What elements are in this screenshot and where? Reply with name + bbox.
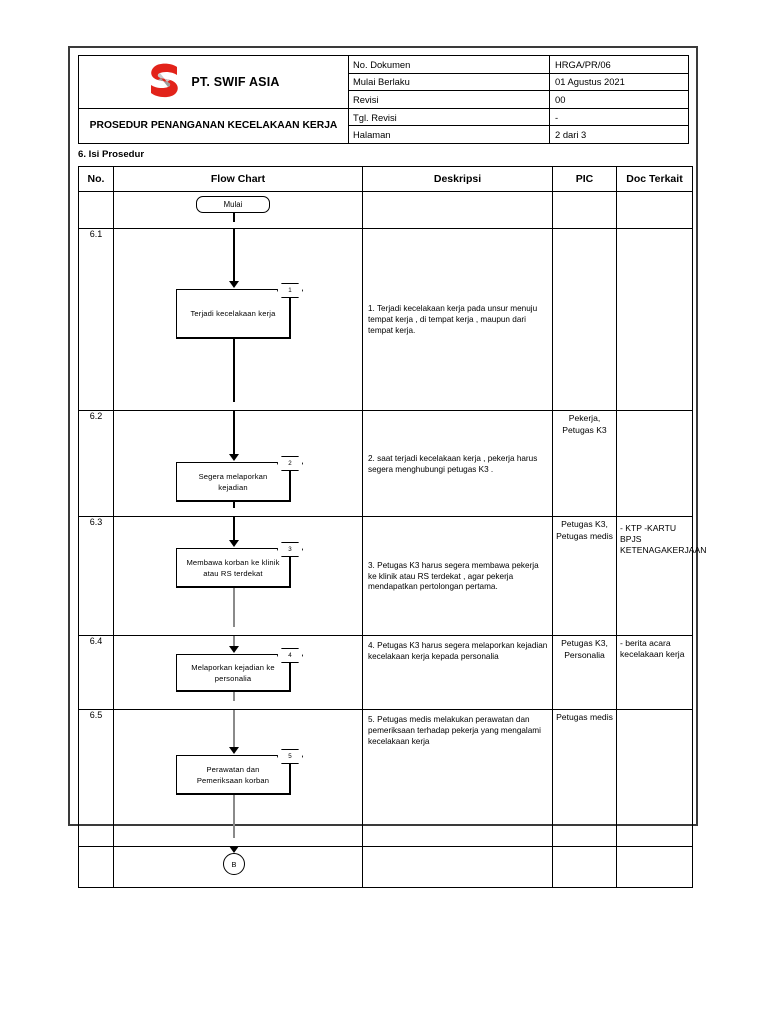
flow-connector-line <box>233 710 235 750</box>
flow-offpage-connector: B <box>223 853 245 875</box>
flow-process-box: Terjadi kecelakaan kerja <box>176 289 291 339</box>
flow-process-box: Melaporkan kejadian ke personalia <box>176 654 291 692</box>
flow-connector-line <box>233 795 235 838</box>
row-doc <box>616 846 693 888</box>
flow-connector-line <box>233 692 235 701</box>
row-deskripsi: 3. Petugas K3 harus segera membawa peker… <box>362 516 553 636</box>
flow-cell-start: Mulai <box>113 191 363 229</box>
flow-connector-line <box>233 636 235 649</box>
field-value-revisi: 00 <box>549 90 689 109</box>
flow-connector-line <box>233 229 235 284</box>
column-header-deskripsi: Deskripsi <box>362 166 553 192</box>
field-value-tgl-revisi: - <box>549 107 689 127</box>
table-row: 6.2 Segera melaporkan kejadian 2 2. saat… <box>78 410 693 517</box>
flow-terminator-mulai: Mulai <box>196 196 270 213</box>
flow-connector-line <box>233 588 235 627</box>
flow-arrowhead-icon <box>228 454 239 461</box>
flow-badge-stem <box>289 764 291 773</box>
flow-arrowhead-icon <box>228 747 239 754</box>
flow-cell-62: Segera melaporkan kejadian 2 <box>113 410 363 517</box>
row-doc <box>616 410 693 517</box>
row-doc: - berita acara kecelakaan kerja <box>616 635 693 710</box>
table-row: 6.4 Melaporkan kejadian ke personalia 4 … <box>78 635 693 710</box>
flow-cell-end: B <box>113 846 363 888</box>
row-pic <box>552 191 617 229</box>
flow-process-box: Membawa korban ke klinik atau RS terdeka… <box>176 548 291 588</box>
row-deskripsi: 4. Petugas K3 harus segera melaporkan ke… <box>362 635 553 710</box>
flow-connector-line <box>233 517 235 543</box>
field-value-mulai-berlaku: 01 Agustus 2021 <box>549 72 689 92</box>
flow-connector-line <box>233 411 235 457</box>
flow-badge-stem <box>289 557 291 566</box>
row-number: 6.1 <box>78 228 114 411</box>
company-name: PT. SWIF ASIA <box>191 74 280 89</box>
row-pic <box>552 228 617 411</box>
row-number: 6.3 <box>78 516 114 636</box>
row-deskripsi <box>362 846 553 888</box>
row-deskripsi: 1. Terjadi kecelakaan kerja pada unsur m… <box>362 228 553 411</box>
row-doc: - KTP -KARTU BPJS KETENAGAKERJAAN <box>616 516 706 636</box>
flow-arrowhead-icon <box>228 646 239 653</box>
flow-connector-line <box>233 502 235 508</box>
procedure-table: No. Flow Chart Deskripsi PIC Doc Terkait… <box>78 166 706 888</box>
field-label-halaman: Halaman <box>348 125 550 144</box>
field-value-no-dokumen: HRGA/PR/06 <box>549 55 689 74</box>
row-number <box>78 191 114 229</box>
row-number: 6.4 <box>78 635 114 710</box>
column-header-doc-terkait: Doc Terkait <box>616 166 693 192</box>
column-header-flow-chart: Flow Chart <box>113 166 363 192</box>
flow-badge-stem <box>289 471 291 480</box>
table-row: 6.1 Terjadi kecelakaan kerja 1 1. Terjad… <box>78 228 693 411</box>
document-header: PT. SWIF ASIA No. Dokumen HRGA/PR/06 Mul… <box>78 55 689 145</box>
row-pic: Petugas K3, Personalia <box>552 635 617 710</box>
table-row: B <box>78 846 693 888</box>
flow-cell-65: Perawatan dan Pemeriksaan korban 5 <box>113 709 363 847</box>
flow-step-badge: 3 <box>277 542 303 557</box>
document-title: PROSEDUR PENANGANAN KECELAKAAN KERJA <box>78 107 349 145</box>
flow-step-badge: 5 <box>277 749 303 764</box>
field-value-halaman: 2 dari 3 <box>549 125 689 144</box>
section-caption: 6. Isi Prosedur <box>78 149 145 160</box>
flow-badge-stem <box>289 663 291 672</box>
row-doc <box>616 228 693 411</box>
table-row: Mulai <box>78 191 693 229</box>
row-pic: Petugas K3, Petugas medis <box>552 516 617 636</box>
row-number: 6.5 <box>78 709 114 847</box>
flow-connector-line <box>233 213 235 222</box>
row-pic <box>552 846 617 888</box>
flow-badge-stem <box>289 298 291 307</box>
swif-asia-s-logo-icon <box>147 62 181 102</box>
table-row: 6.3 Membawa korban ke klinik atau RS ter… <box>78 516 706 636</box>
row-deskripsi: 5. Petugas medis melakukan perawatan dan… <box>362 709 553 847</box>
row-pic: Pekerja, Petugas K3 <box>552 410 617 517</box>
field-label-no-dokumen: No. Dokumen <box>348 55 550 74</box>
field-label-mulai-berlaku: Mulai Berlaku <box>348 72 550 92</box>
row-doc <box>616 709 693 847</box>
table-header-row: No. Flow Chart Deskripsi PIC Doc Terkait <box>78 166 693 192</box>
flow-process-box: Perawatan dan Pemeriksaan korban <box>176 755 291 795</box>
flow-cell-64: Melaporkan kejadian ke personalia 4 <box>113 635 363 710</box>
flow-connector-line <box>233 339 235 402</box>
field-label-revisi: Revisi <box>348 90 550 109</box>
flow-step-badge: 1 <box>277 283 303 298</box>
flow-step-badge: 2 <box>277 456 303 471</box>
flow-step-badge: 4 <box>277 648 303 663</box>
row-deskripsi <box>362 191 553 229</box>
flow-cell-63: Membawa korban ke klinik atau RS terdeka… <box>113 516 363 636</box>
row-number: 6.2 <box>78 410 114 517</box>
flow-arrowhead-icon <box>228 540 239 547</box>
field-label-tgl-revisi: Tgl. Revisi <box>348 107 550 127</box>
flow-process-box: Segera melaporkan kejadian <box>176 462 291 502</box>
column-header-pic: PIC <box>552 166 617 192</box>
row-doc <box>616 191 693 229</box>
flow-arrowhead-icon <box>228 846 239 853</box>
row-pic: Petugas medis <box>552 709 617 847</box>
flow-arrowhead-icon <box>228 281 239 288</box>
table-row: 6.5 Perawatan dan Pemeriksaan korban 5 5… <box>78 709 693 847</box>
row-deskripsi: 2. saat terjadi kecelakaan kerja , peker… <box>362 410 553 517</box>
row-number <box>78 846 114 888</box>
flow-cell-61: Terjadi kecelakaan kerja 1 <box>113 228 363 411</box>
column-header-no: No. <box>78 166 114 192</box>
company-identity-cell: PT. SWIF ASIA <box>78 55 349 109</box>
